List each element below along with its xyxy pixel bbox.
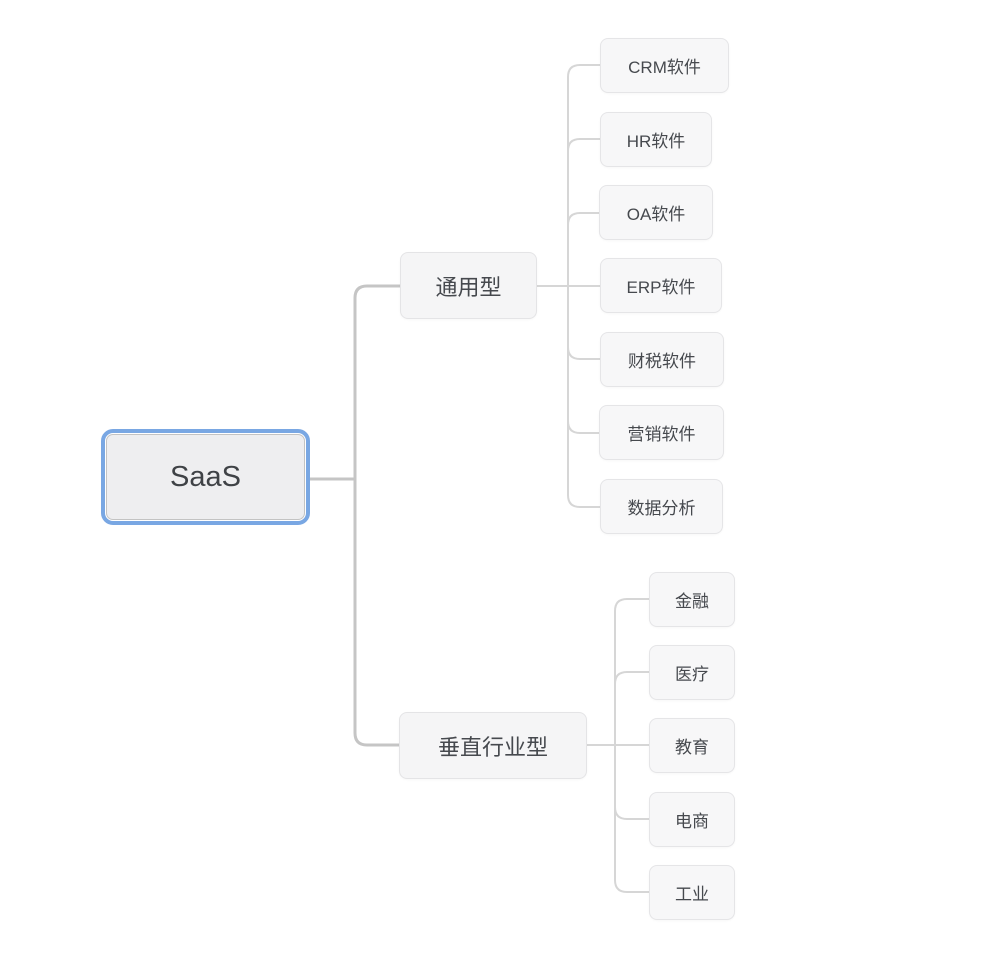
- node-finance[interactable]: 金融: [649, 572, 735, 627]
- node-label: 通用型: [435, 274, 502, 300]
- node-label: SaaS: [170, 460, 241, 493]
- node-medical[interactable]: 医疗: [649, 645, 735, 700]
- node-label: 垂直行业型: [437, 734, 548, 760]
- node-label: 金融: [675, 592, 709, 611]
- node-label: 医疗: [675, 665, 709, 684]
- node-label: 电商: [675, 812, 709, 831]
- connector-general-trunk: [567, 64, 600, 508]
- connector-vertical-medical: [614, 671, 649, 685]
- node-erp-software[interactable]: ERP软件: [600, 258, 722, 313]
- connector-vertical-trunk: [614, 598, 649, 893]
- node-label: 数据分析: [627, 499, 696, 518]
- node-label: ERP软件: [626, 278, 696, 297]
- connector-vertical-ecommerce: [614, 806, 649, 820]
- node-finance-tax-software[interactable]: 财税软件: [600, 332, 724, 387]
- connector-root-trunk: [353, 284, 400, 747]
- connector-general-marketing: [567, 420, 600, 434]
- node-label: 营销软件: [627, 425, 696, 444]
- node-label: CRM软件: [628, 58, 701, 77]
- node-label: 财税软件: [628, 352, 696, 371]
- node-industry[interactable]: 工业: [649, 865, 735, 920]
- node-education[interactable]: 教育: [649, 718, 735, 773]
- node-general-type[interactable]: 通用型: [400, 252, 537, 319]
- node-hr-software[interactable]: HR软件: [600, 112, 712, 167]
- node-label: 工业: [675, 885, 709, 904]
- node-label: HR软件: [626, 132, 686, 151]
- node-vertical-industry-type[interactable]: 垂直行业型: [399, 712, 587, 779]
- node-label: OA软件: [626, 205, 686, 224]
- node-crm-software[interactable]: CRM软件: [600, 38, 729, 93]
- node-saas-root-body: SaaS: [106, 434, 305, 520]
- connector-general-hr: [567, 138, 600, 152]
- connector-general-oa: [567, 212, 600, 226]
- node-marketing-software[interactable]: 营销软件: [599, 405, 724, 460]
- node-oa-software[interactable]: OA软件: [599, 185, 713, 240]
- node-ecommerce[interactable]: 电商: [649, 792, 735, 847]
- node-saas-root[interactable]: SaaS: [101, 429, 310, 525]
- node-data-analysis[interactable]: 数据分析: [600, 479, 723, 534]
- connector-general-tax: [567, 346, 600, 360]
- node-label: 教育: [675, 738, 709, 757]
